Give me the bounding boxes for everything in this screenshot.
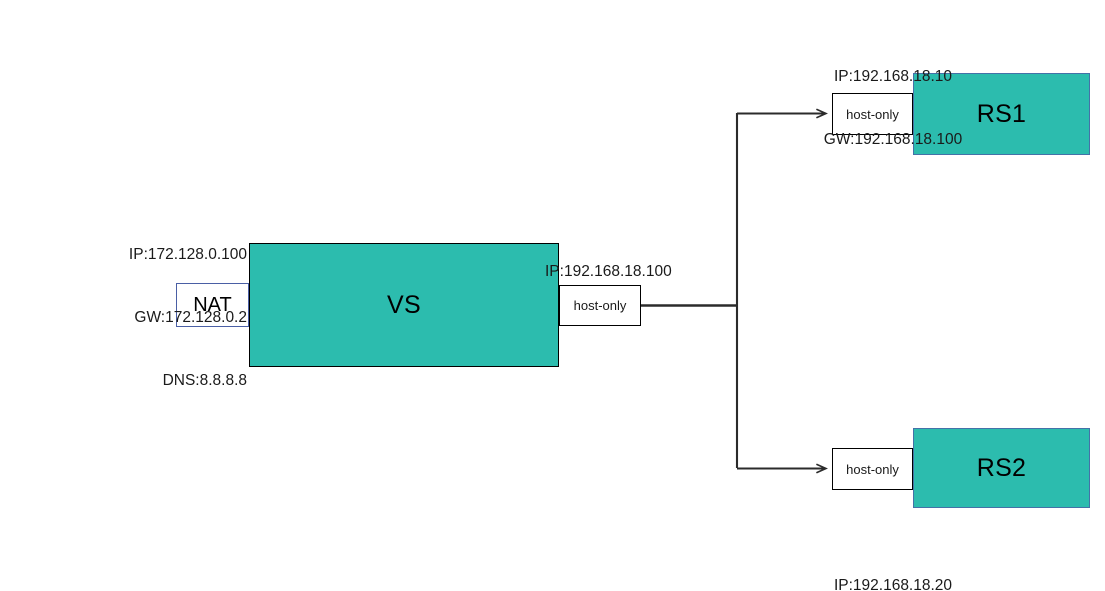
- interface-rs1-hostonly[interactable]: host-only: [832, 93, 913, 135]
- interface-rs2-hostonly[interactable]: host-only: [832, 448, 913, 490]
- annotation-vs-nat-info: IP:172.128.0.100 GW:172.128.0.2 DNS:8.8.…: [67, 202, 247, 433]
- annotation-vs-nat-ip: IP:172.128.0.100: [128, 246, 247, 263]
- node-rs1-label: RS1: [976, 99, 1027, 128]
- interface-vs-hostonly[interactable]: host-only: [559, 285, 641, 326]
- node-rs2-label: RS2: [976, 453, 1027, 482]
- node-rs1[interactable]: RS1: [913, 73, 1090, 155]
- node-vs[interactable]: VS: [249, 243, 559, 367]
- annotation-vs-nat-dns: DNS:8.8.8.8: [162, 372, 247, 389]
- annotation-rs1-gw: GW:192.168.18.100: [823, 131, 963, 148]
- annotation-vs-hostonly-info: IP:192.168.18.100: [545, 219, 765, 324]
- node-vs-label: VS: [387, 290, 421, 319]
- annotation-vs-hostonly-ip: IP:192.168.18.100: [545, 263, 672, 280]
- node-rs2[interactable]: RS2: [913, 428, 1090, 508]
- annotation-vs-nat-gw: GW:172.128.0.2: [134, 309, 247, 326]
- interface-rs2-hostonly-label: host-only: [846, 461, 899, 477]
- interface-rs1-hostonly-label: host-only: [846, 106, 899, 122]
- interface-vs-nat-label: NAT: [193, 293, 232, 316]
- annotation-rs2-info: IP:192.168.18.20 GW:192.168.18.100: [788, 533, 998, 591]
- interface-vs-hostonly-label: host-only: [573, 298, 627, 313]
- interface-vs-nat[interactable]: NAT: [176, 283, 249, 327]
- annotation-rs1-info: IP:192.168.18.10 GW:192.168.18.100: [788, 24, 998, 192]
- annotation-rs1-ip: IP:192.168.18.10: [833, 68, 953, 85]
- annotation-rs2-ip: IP:192.168.18.20: [833, 577, 953, 591]
